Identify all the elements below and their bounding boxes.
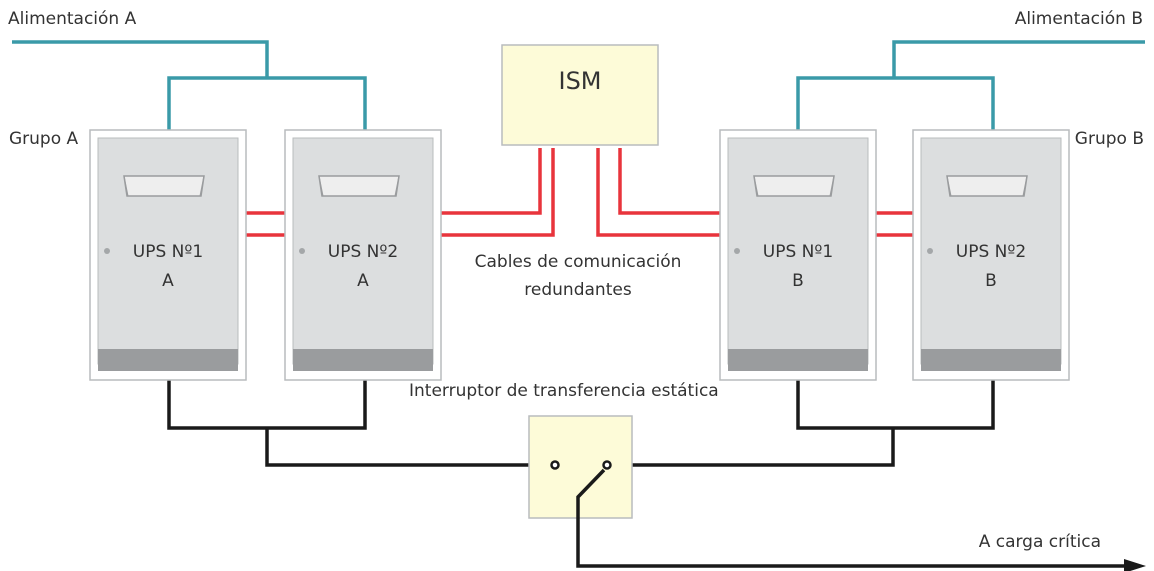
ups-name: UPS Nº1 bbox=[132, 242, 204, 262]
ups-group: B bbox=[792, 271, 804, 291]
ism-box bbox=[501, 44, 659, 146]
sts-contact-a bbox=[550, 460, 560, 470]
feed-b-label: Alimentación B bbox=[1014, 9, 1143, 29]
sts-box bbox=[528, 415, 633, 519]
power-feed-a bbox=[12, 40, 367, 132]
power-feed-b bbox=[796, 40, 1145, 132]
comm-cables-line2: redundantes bbox=[524, 280, 632, 300]
comm-cables-label: Cables de comunicación redundantes bbox=[448, 248, 708, 304]
feed-a-label: Alimentación A bbox=[8, 9, 137, 29]
ups-name: UPS Nº2 bbox=[955, 242, 1027, 262]
ups-group: B bbox=[985, 271, 997, 291]
ism-label: ISM bbox=[558, 67, 602, 95]
group-b-label: Grupo B bbox=[1074, 129, 1144, 149]
ups-group: A bbox=[357, 271, 369, 291]
ups-label-1a: UPS Nº1 A bbox=[98, 238, 238, 296]
ups-group: A bbox=[162, 271, 174, 291]
sts-label: Interruptor de transferencia estática bbox=[409, 381, 719, 401]
comm-cables bbox=[245, 148, 915, 237]
critical-load-arrow-icon bbox=[1124, 559, 1146, 571]
ups-label-2b: UPS Nº2 B bbox=[921, 238, 1061, 296]
output-cables bbox=[167, 376, 995, 467]
group-a-label: Grupo A bbox=[9, 129, 79, 149]
ups-name: UPS Nº1 bbox=[762, 242, 834, 262]
comm-cables-line1: Cables de comunicación bbox=[474, 252, 682, 272]
sts-switch-arm bbox=[576, 468, 1130, 568]
sts-contact-b bbox=[602, 460, 612, 470]
ups-label-1b: UPS Nº1 B bbox=[728, 238, 868, 296]
ups-label-2a: UPS Nº2 A bbox=[293, 238, 433, 296]
critical-load-label: A carga crítica bbox=[978, 532, 1101, 552]
ups-name: UPS Nº2 bbox=[327, 242, 399, 262]
